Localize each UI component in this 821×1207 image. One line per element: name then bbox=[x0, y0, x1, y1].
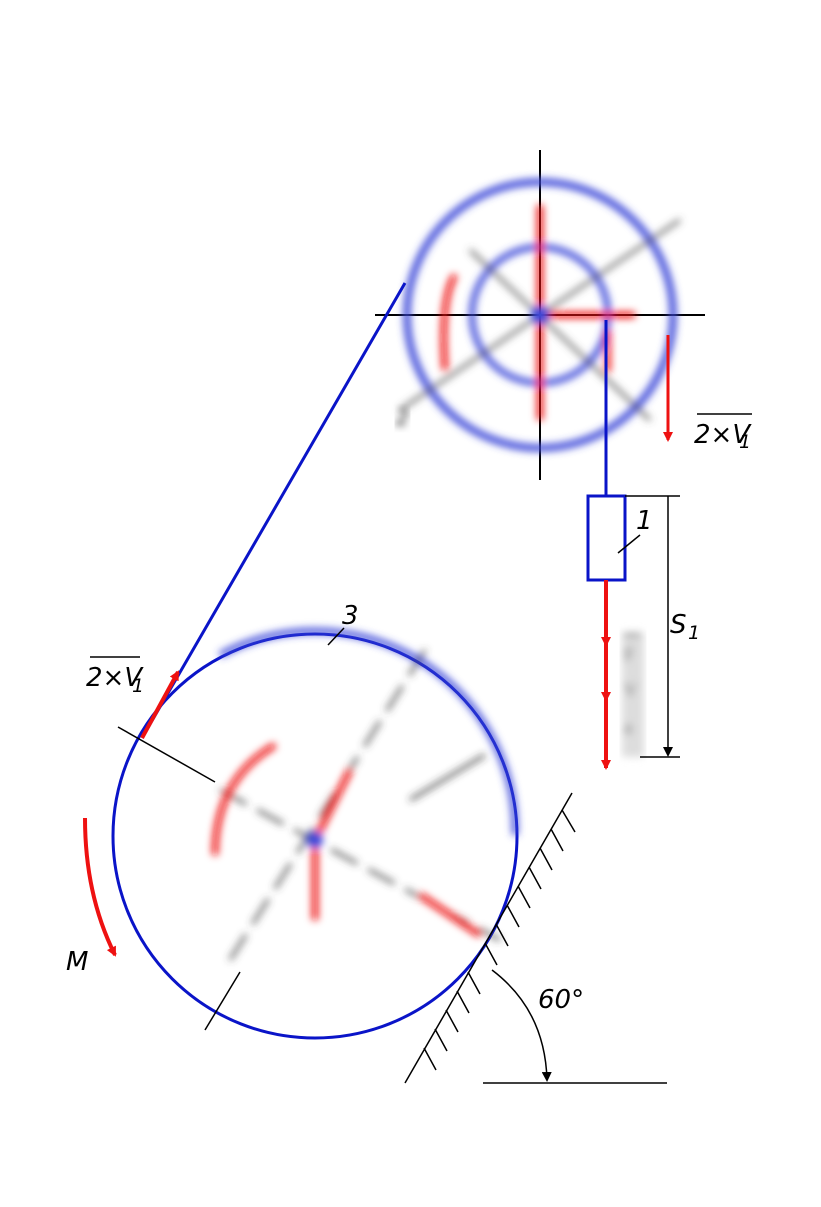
svg-text:S: S bbox=[670, 610, 687, 640]
svg-text:1: 1 bbox=[132, 675, 144, 697]
svg-text:2×V: 2×V bbox=[86, 663, 144, 693]
load-vector-labels-blurred: F V a bbox=[622, 632, 644, 757]
moment-arrow bbox=[83, 817, 117, 957]
disk-3-tangent-radius bbox=[117, 726, 216, 783]
incline-support: 60° bbox=[404, 792, 667, 1084]
label-body-2: 2 bbox=[396, 406, 409, 430]
disk-3-rim bbox=[111, 632, 519, 1040]
label-2v1-top: 2×V 1 bbox=[694, 413, 752, 453]
label-angle: 60° bbox=[538, 985, 584, 1015]
svg-text:2×V: 2×V bbox=[694, 420, 752, 450]
pulley-2: 2×V 1 2 bbox=[375, 150, 752, 496]
load-body-1: 1 F V a S 1 bbox=[586, 494, 700, 770]
svg-text:1: 1 bbox=[739, 431, 751, 453]
svg-text:V: V bbox=[624, 680, 637, 700]
pulley-2-blurred-region bbox=[399, 178, 681, 452]
label-body-3: 3 bbox=[342, 601, 359, 631]
load-block bbox=[586, 494, 627, 582]
pulley-2-outer-rim bbox=[403, 178, 677, 452]
disk-3: 2×V 1 3 M bbox=[66, 601, 519, 1040]
belt-segment bbox=[140, 282, 407, 739]
svg-text:a: a bbox=[624, 717, 632, 737]
disk-3-blurred-region bbox=[212, 628, 519, 961]
incline-surface bbox=[404, 792, 573, 1084]
label-moment: M bbox=[66, 947, 88, 977]
label-2v1-left: 2×V 1 bbox=[86, 656, 144, 697]
label-s1: S 1 bbox=[670, 610, 700, 644]
vector-2v1-belt bbox=[140, 670, 180, 739]
label-body-1: 1 bbox=[636, 506, 653, 536]
svg-text:1: 1 bbox=[688, 622, 700, 644]
svg-text:F: F bbox=[624, 644, 634, 664]
angle-arc bbox=[491, 969, 552, 1082]
